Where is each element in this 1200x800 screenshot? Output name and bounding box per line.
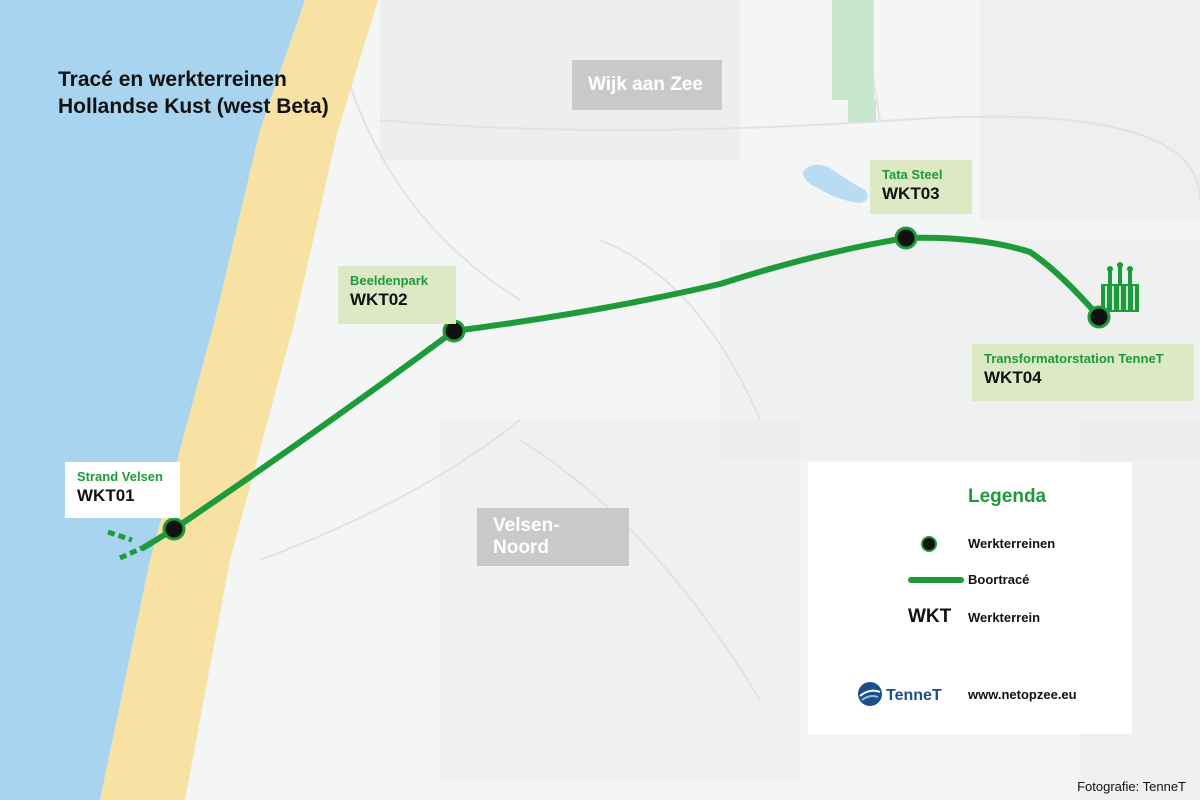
lake — [803, 164, 868, 203]
site-code: WKT03 — [882, 184, 940, 203]
site-marker-wkt01[interactable] — [162, 517, 186, 541]
photo-credit: Fotografie: TenneT — [1077, 779, 1186, 794]
map-title: Tracé en werkterreinen Hollandse Kust (w… — [58, 66, 329, 120]
tennet-logo-text: TenneT — [886, 687, 942, 704]
offshore-connection — [107, 529, 144, 561]
site-label-wkt04[interactable]: Transformatorstation TenneT WKT04 — [972, 344, 1194, 401]
place-label-velsen-noord: Velsen-Noord — [477, 508, 629, 566]
site-name: Transformatorstation TenneT — [984, 351, 1164, 366]
site-code: WKT01 — [77, 486, 135, 505]
line-icon — [908, 577, 964, 583]
site-label-wkt03[interactable]: Tata Steel WKT03 — [870, 160, 972, 214]
site-code: WKT02 — [350, 290, 408, 309]
park — [832, 0, 874, 100]
site-marker-wkt03[interactable] — [894, 226, 918, 250]
site-name: Beeldenpark — [350, 273, 429, 288]
site-name: Strand Velsen — [77, 469, 163, 484]
legend-label: Werkterreinen — [968, 536, 1056, 551]
legend-label: Werkterrein — [968, 610, 1041, 625]
site-marker-wkt02[interactable] — [442, 319, 466, 343]
transformer-icon — [1101, 262, 1139, 312]
map-title-line2: Hollandse Kust (west Beta) — [58, 95, 329, 118]
site-marker-wkt04[interactable] — [1087, 305, 1111, 329]
legend-item-boortrace: Boortracé — [808, 568, 1132, 592]
beach — [100, 0, 378, 800]
place-label-wijk-aan-zee: Wijk aan Zee — [572, 60, 722, 110]
legend-item-werkterrein: WKT Werkterrein — [808, 606, 1132, 630]
legend-item-werkterreinen: Werkterreinen — [808, 532, 1132, 556]
site-label-wkt02[interactable]: Beeldenpark WKT02 — [338, 266, 456, 324]
legend-label: Boortracé — [968, 572, 1030, 587]
website-link[interactable]: www.netopzee.eu — [968, 687, 1077, 702]
sea — [0, 0, 305, 800]
tennet-logo: TenneT — [858, 682, 942, 706]
wkt-symbol: WKT — [908, 606, 952, 627]
site-name: Tata Steel — [882, 167, 943, 182]
site-label-wkt01[interactable]: Strand Velsen WKT01 — [65, 462, 180, 518]
dot-icon — [921, 536, 937, 552]
map-title-line1: Tracé en werkterreinen — [58, 68, 287, 91]
route-line — [171, 234, 1102, 532]
roads — [259, 0, 1200, 701]
legend-panel: Legenda Werkterreinen Boortracé WKT Werk… — [808, 462, 1132, 734]
site-code: WKT04 — [984, 368, 1042, 387]
legend-title: Legenda — [968, 486, 1047, 507]
